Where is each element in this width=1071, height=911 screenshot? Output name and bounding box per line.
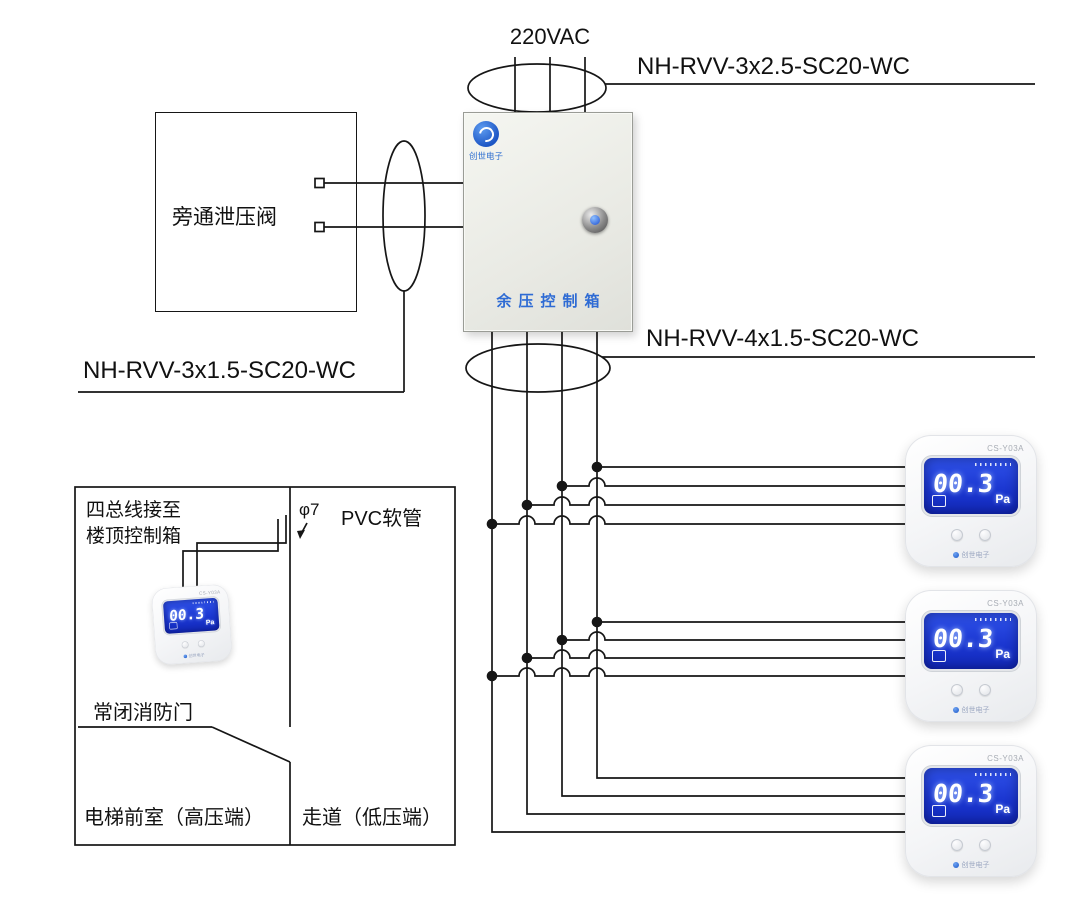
cable-bundle-bus xyxy=(465,343,611,393)
fire-door-label: 常闭消防门 xyxy=(93,702,193,724)
sensor-buttons xyxy=(905,529,1037,541)
lcd-unit: Pa xyxy=(205,617,215,627)
sensor2-branch-wires xyxy=(492,621,905,677)
lcd-mode-icon xyxy=(932,650,946,662)
brand-logo-icon xyxy=(952,862,959,868)
lcd-scale-ticks xyxy=(975,618,1011,621)
lcd-mode-icon xyxy=(932,805,946,817)
sensor-model-label: CS-Y03A xyxy=(198,589,221,597)
brand-text: 创世电子 xyxy=(961,862,990,869)
lcd-unit: Pa xyxy=(995,492,1010,506)
lcd-mode-icon xyxy=(169,622,178,630)
pressure-sensor-wall: CS-Y03A 00.3 Pa 创世电子 xyxy=(151,583,233,666)
lcd-value: 00.3 xyxy=(931,469,995,498)
brand-text: 创世电子 xyxy=(961,552,990,559)
bypass-valve-label: 旁通泄压阀 xyxy=(172,206,277,229)
sensor-brand: 创世电子 xyxy=(905,550,1037,560)
cable-left-leader-line xyxy=(78,291,405,393)
sensor-lcd: 00.3 Pa xyxy=(162,597,220,634)
sensor-lcd: 00.3 Pa xyxy=(924,458,1018,514)
control-box-title: 余压控制箱 xyxy=(496,293,607,310)
bypass-valve-box: 旁通泄压阀 xyxy=(155,112,357,312)
junction-dot xyxy=(486,670,498,682)
pressure-sensor-3: CS-Y03A 00.3 Pa 创世电子 xyxy=(905,745,1037,877)
right-room-label: 走道（低压端） xyxy=(302,807,442,829)
cable-left-label: NH-RVV-3x1.5-SC20-WC xyxy=(83,357,356,384)
sensor-buttons xyxy=(905,684,1037,696)
brand-logo-icon xyxy=(183,654,187,659)
sensor-button-right xyxy=(979,529,991,541)
sensor-button-left xyxy=(181,641,189,649)
bus-note-line1: 四总线接至 xyxy=(86,500,182,521)
lock-icon xyxy=(582,207,608,233)
lcd-value: 00.3 xyxy=(931,624,995,653)
lcd-scale-ticks xyxy=(192,600,214,605)
sensor-brand: 创世电子 xyxy=(905,705,1037,715)
junction-dot xyxy=(591,616,603,628)
fire-door-lines xyxy=(78,726,291,763)
cable-bundle-left xyxy=(382,140,426,292)
brand-logo-icon xyxy=(952,707,959,713)
brand-logo-icon xyxy=(952,552,959,558)
conduit-type-label: PVC软管 xyxy=(341,508,423,530)
lcd-unit: Pa xyxy=(995,647,1010,661)
sensor-button-right xyxy=(979,684,991,696)
lock-core-icon xyxy=(590,215,600,225)
sensor-button-right xyxy=(979,839,991,851)
cable-top-label: NH-RVV-3x2.5-SC20-WC xyxy=(637,53,910,80)
lcd-scale-ticks xyxy=(975,463,1011,466)
bus-trunk-lines xyxy=(491,330,905,833)
lcd-unit: Pa xyxy=(995,802,1010,816)
junction-dot xyxy=(591,461,603,473)
sensor-button-left xyxy=(951,839,963,851)
sensor-buttons xyxy=(905,839,1037,851)
brand-text: 创世电子 xyxy=(961,707,990,714)
sensor-brand: 创世电子 xyxy=(905,860,1037,870)
sensor-lcd: 00.3 Pa xyxy=(924,768,1018,824)
junction-dot xyxy=(556,480,568,492)
left-room-label: 电梯前室（高压端） xyxy=(84,807,264,829)
junction-dot xyxy=(556,634,568,646)
conduit-diameter-label: φ7 xyxy=(299,500,320,519)
sensor-button-left xyxy=(951,529,963,541)
bypass-valve-wires xyxy=(314,177,463,233)
sensor-lcd: 00.3 Pa xyxy=(924,613,1018,669)
junction-dots xyxy=(297,461,603,682)
junction-dot xyxy=(521,652,533,664)
brand-name: 创世电子 xyxy=(469,151,504,161)
room-outline xyxy=(74,486,456,846)
lcd-mode-icon xyxy=(932,495,946,507)
pressure-control-box: 创世电子 余压控制箱 xyxy=(463,112,633,332)
sensor-brand: 创世电子 xyxy=(156,650,233,661)
lcd-scale-ticks xyxy=(975,773,1011,776)
sensor-buttons xyxy=(155,638,232,650)
junction-dot xyxy=(486,518,498,530)
sensor1-branch-wires xyxy=(492,466,905,525)
sensor-button-left xyxy=(951,684,963,696)
sensor-model-label: CS-Y03A xyxy=(987,754,1024,763)
sensor-model-label: CS-Y03A xyxy=(987,444,1024,453)
power-label: 220VAC xyxy=(509,24,591,49)
cable-bus-label: NH-RVV-4x1.5-SC20-WC xyxy=(646,325,919,352)
room-sensor-wires xyxy=(182,515,308,592)
junction-dot xyxy=(521,499,533,511)
pressure-sensor-1: CS-Y03A 00.3 Pa 创世电子 xyxy=(905,435,1037,567)
sensor-button-right xyxy=(197,639,206,648)
lcd-value: 00.3 xyxy=(931,779,995,808)
brand-text: 创世电子 xyxy=(188,653,205,659)
conduit-arrowhead-icon xyxy=(297,530,305,539)
pressure-sensor-2: CS-Y03A 00.3 Pa 创世电子 xyxy=(905,590,1037,722)
bus-note-line2: 楼顶控制箱 xyxy=(86,526,182,547)
power-input-wires xyxy=(514,57,586,112)
sensor-model-label: CS-Y03A xyxy=(987,599,1024,608)
brand-logo-icon xyxy=(473,121,499,147)
